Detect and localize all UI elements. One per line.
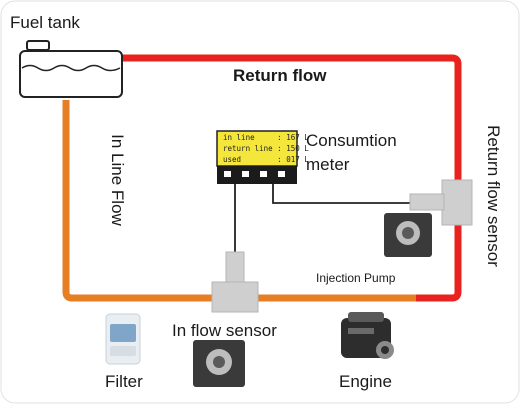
engine-label: Engine bbox=[339, 372, 392, 391]
in-flow-sensor-icon bbox=[211, 251, 259, 313]
consumption-meter-icon bbox=[216, 130, 298, 184]
return-flow-sensor-icon bbox=[409, 179, 473, 226]
fuel-tank-icon bbox=[19, 40, 123, 98]
injection-pump-label: Injection Pump bbox=[316, 271, 396, 285]
consumption-meter-label: Consumtion meter bbox=[306, 129, 397, 177]
fuel-tank-label: Fuel tank bbox=[10, 13, 80, 32]
meter-display-line1: in line : 167 L bbox=[223, 133, 309, 142]
return-flow-label: Return flow bbox=[233, 66, 327, 85]
inflow-sensor-photo bbox=[193, 340, 245, 387]
return-sensor-photo bbox=[384, 213, 432, 257]
consumption-meter-label-line2: meter bbox=[306, 155, 350, 174]
engine-icon bbox=[341, 312, 394, 359]
consumption-meter-label-line1: Consumtion bbox=[306, 131, 397, 150]
in-line-flow-label: In Line Flow bbox=[108, 134, 127, 226]
filter-label: Filter bbox=[105, 372, 143, 391]
meter-display-line3: used : 017 L bbox=[223, 155, 309, 164]
filter-icon bbox=[105, 313, 141, 365]
in-flow-sensor-label: In flow sensor bbox=[172, 321, 277, 340]
return-flow-sensor-label: Return flow sensor bbox=[484, 125, 503, 267]
meter-display-line2: return line : 150 L bbox=[223, 144, 309, 153]
return-line bbox=[122, 54, 462, 302]
return-signal-wire bbox=[272, 184, 442, 204]
supply-line bbox=[62, 100, 416, 302]
